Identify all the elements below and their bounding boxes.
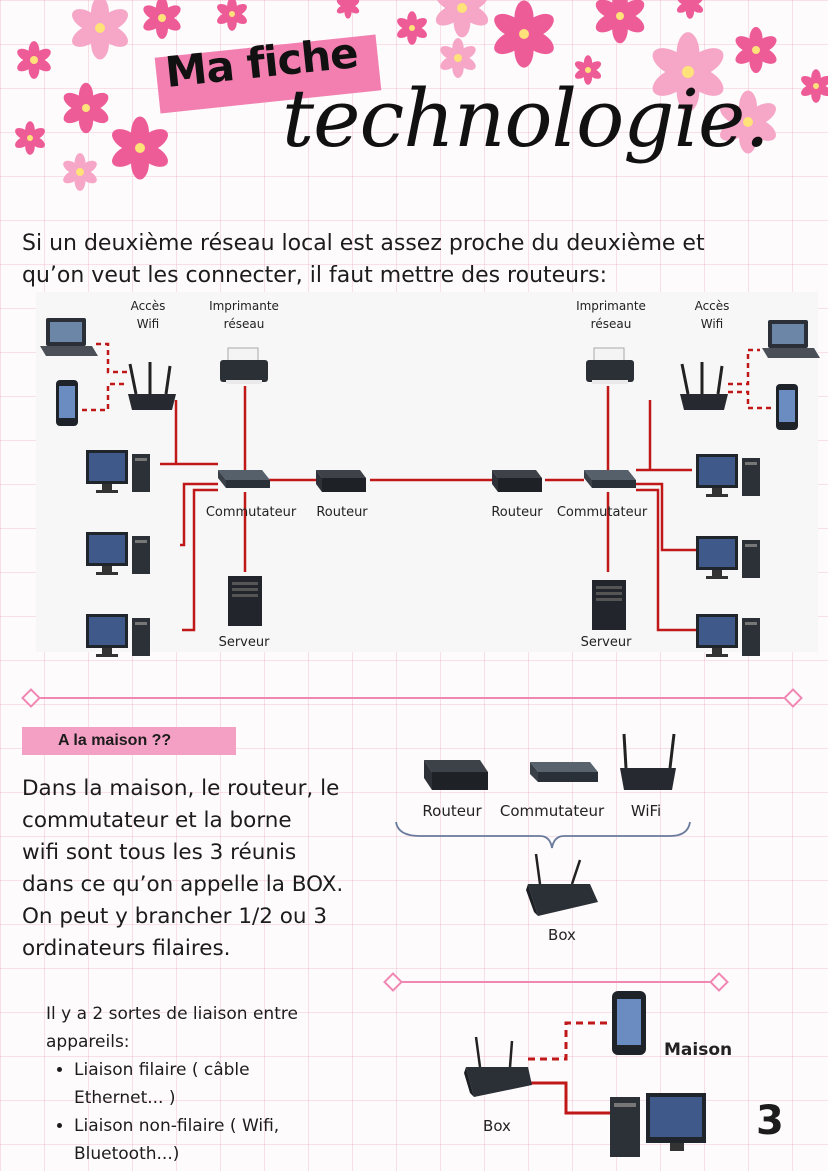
printer-label: Imprimante <box>209 299 279 313</box>
router-icon <box>424 760 488 790</box>
list-item-line: Liaison non-filaire ( Wifi, <box>74 1116 280 1136</box>
home-paragraph: Dans la maison, le routeur, le commutate… <box>22 773 382 965</box>
wifi-access-point-icon <box>620 733 676 790</box>
server-label: Serveur <box>219 635 271 650</box>
liaison-intro: appareils: <box>46 1032 130 1052</box>
network-diagram-panel <box>36 292 818 652</box>
wifi-label: Accès <box>695 299 730 313</box>
router-label: Routeur <box>422 802 482 820</box>
liaison-intro: Il y a 2 sortes de liaison entre <box>46 1004 298 1024</box>
home-line: On peut y brancher 1/2 ou 3 <box>22 904 328 929</box>
switch-icon <box>218 470 270 488</box>
server-icon <box>228 576 262 626</box>
printer-label: réseau <box>591 317 632 331</box>
wifi-access-point-icon <box>126 360 178 412</box>
intro-line: qu’on veut les connecter, il faut mettre… <box>22 263 608 288</box>
desktop-pc-icon <box>696 454 760 497</box>
wifi-access-point-icon <box>678 360 730 412</box>
server-label: Serveur <box>581 635 633 650</box>
desktop-pc-icon <box>86 532 150 575</box>
home-line: Dans la maison, le routeur, le <box>22 776 340 801</box>
switch-icon <box>530 762 598 782</box>
list-item-line: Ethernet... ) <box>74 1088 176 1108</box>
box-label: Box <box>483 1117 511 1135</box>
desktop-pc-icon <box>696 536 760 579</box>
desktop-pc-icon <box>610 1093 706 1157</box>
printer-label: Imprimante <box>576 299 646 313</box>
section-label: A la maison ?? <box>22 727 236 755</box>
box-diagram: Routeur Commutateur WiFi Box <box>395 733 691 944</box>
wifi-label: WiFi <box>631 802 661 820</box>
page-subtitle: technologie. <box>282 72 770 165</box>
switch-icon <box>584 470 636 488</box>
printer-label: réseau <box>224 317 265 331</box>
brace <box>395 821 691 849</box>
list-item: Liaison filaire ( câble Ethernet... ) <box>74 1056 386 1112</box>
router-icon <box>316 470 366 492</box>
list-item-line: Bluetooth...) <box>74 1144 180 1164</box>
intro-paragraph: Si un deuxième réseau local est assez pr… <box>22 228 802 292</box>
server-icon <box>592 580 626 630</box>
laptop-icon <box>762 320 820 358</box>
box-icon <box>526 853 598 916</box>
section-label-text: A la maison ?? <box>58 732 172 749</box>
liaison-section: Il y a 2 sortes de liaison entre apparei… <box>46 1000 386 1168</box>
desktop-pc-icon <box>86 614 150 657</box>
router-icon <box>492 470 542 492</box>
switch-label: Commutateur <box>206 505 297 520</box>
wifi-label: Wifi <box>701 317 724 331</box>
box-icon <box>464 1036 532 1097</box>
printer-icon <box>585 347 635 385</box>
section-divider <box>21 688 803 708</box>
phone-icon <box>56 380 78 426</box>
page-number: 3 <box>756 1098 784 1144</box>
intro-line: Si un deuxième réseau local est assez pr… <box>22 231 705 256</box>
wifi-label: Wifi <box>137 317 160 331</box>
phone-icon <box>776 384 798 430</box>
home-network-diagram: Box Maison <box>464 991 732 1157</box>
switch-label: Commutateur <box>500 802 605 820</box>
box-label: Box <box>548 926 576 944</box>
switch-label: Commutateur <box>557 505 648 520</box>
laptop-icon <box>40 318 98 356</box>
liaison-list: Liaison filaire ( câble Ethernet... ) Li… <box>46 1056 386 1168</box>
home-line: wifi sont tous les 3 réunis <box>22 840 297 865</box>
desktop-pc-icon <box>696 614 760 657</box>
home-line: dans ce qu’on appelle la BOX. <box>22 872 344 897</box>
home-line: ordinateurs filaires. <box>22 936 231 961</box>
home-line: commutateur et la borne <box>22 808 292 833</box>
router-label: Routeur <box>491 505 543 520</box>
flower-decoration <box>13 0 828 191</box>
printer-icon <box>219 347 269 385</box>
wifi-label: Accès <box>131 299 166 313</box>
home-label: Maison <box>664 1040 732 1060</box>
list-item-line: Liaison filaire ( câble <box>74 1060 250 1080</box>
router-label: Routeur <box>316 505 368 520</box>
section-divider <box>383 972 729 992</box>
phone-icon <box>612 991 646 1055</box>
list-item: Liaison non-filaire ( Wifi, Bluetooth...… <box>74 1112 386 1168</box>
network-diagram: Accès Wifi Imprimante réseau Commutateur… <box>40 299 820 657</box>
desktop-pc-icon <box>86 450 150 493</box>
